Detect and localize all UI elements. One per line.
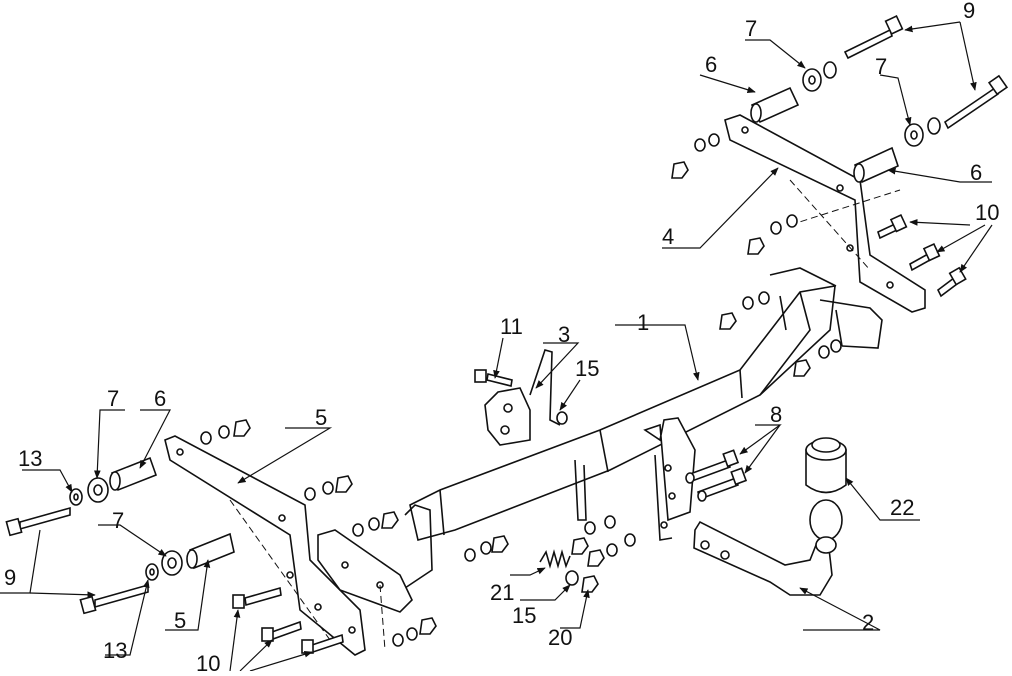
main-crossbeam xyxy=(404,267,883,589)
socket-bracket xyxy=(484,349,561,446)
label-part-5-left: 5 xyxy=(174,608,186,633)
leader-lines xyxy=(0,21,993,672)
label-part-13-upper: 13 xyxy=(18,446,42,471)
label-part-5-right: 5 xyxy=(315,405,327,430)
label-part-6-right: 6 xyxy=(970,160,982,185)
label-part-4: 4 xyxy=(662,224,674,249)
label-part-7-right: 7 xyxy=(875,54,887,79)
ball-cover xyxy=(805,437,847,494)
label-part-11: 11 xyxy=(500,314,523,339)
receiver-bracket xyxy=(643,417,696,541)
long-bolts xyxy=(5,15,1009,615)
towball-neck xyxy=(693,499,843,596)
label-part-7-top: 7 xyxy=(745,16,757,41)
label-part-9-right: 9 xyxy=(963,0,975,23)
label-part-21: 21 xyxy=(490,580,514,605)
label-part-2: 2 xyxy=(862,610,874,635)
label-part-10-right: 10 xyxy=(975,200,999,225)
spring-fastener xyxy=(539,549,599,593)
label-part-3: 3 xyxy=(558,322,570,347)
label-part-6-top: 6 xyxy=(705,52,717,77)
label-part-6-left: 6 xyxy=(154,386,166,411)
label-part-10-left: 10 xyxy=(196,651,220,671)
left-mounting-plate xyxy=(317,529,413,651)
washers xyxy=(69,61,941,581)
nut-washer-stacks xyxy=(200,133,842,647)
label-part-15-lower: 15 xyxy=(512,603,536,628)
label-part-15-upper: 15 xyxy=(575,356,599,381)
label-part-8: 8 xyxy=(770,402,782,427)
right-side-bracket xyxy=(724,114,926,313)
left-side-bracket xyxy=(164,435,366,656)
label-part-7-left-lower: 7 xyxy=(112,508,124,533)
label-part-22: 22 xyxy=(890,495,914,520)
label-part-13-lower: 13 xyxy=(103,638,127,663)
label-part-7-left-upper: 7 xyxy=(107,386,119,411)
label-part-1: 1 xyxy=(637,310,649,335)
label-part-20: 20 xyxy=(548,625,572,650)
label-part-9-left: 9 xyxy=(4,565,16,590)
part-labels: 1 2 3 4 5 5 6 6 6 7 7 7 7 8 9 9 10 10 11… xyxy=(4,0,999,676)
